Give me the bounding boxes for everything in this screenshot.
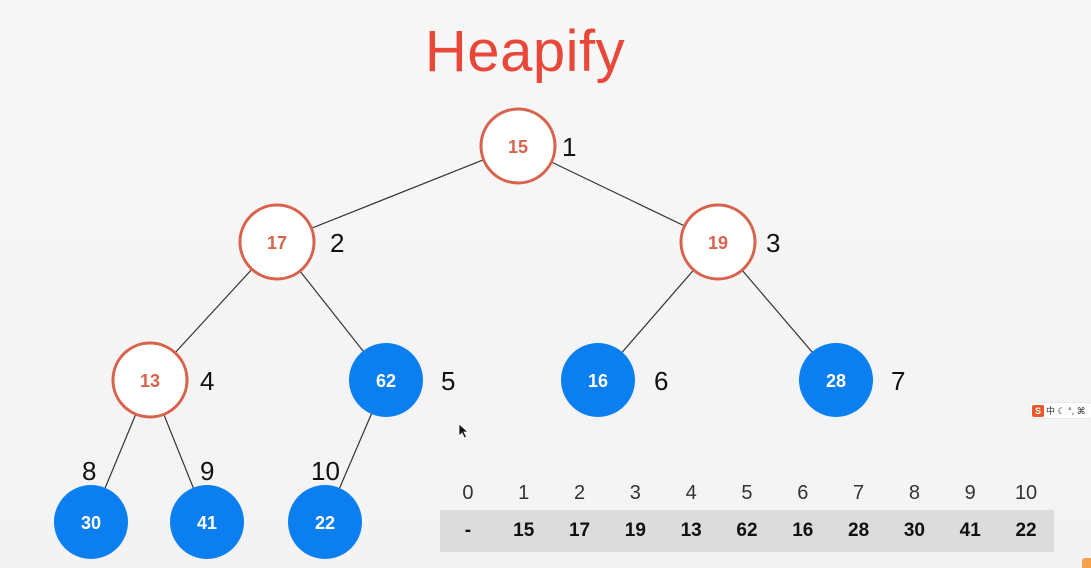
- node-index-label: 1: [562, 132, 576, 162]
- node-circle: [479, 107, 557, 185]
- node-index-label: 3: [766, 228, 780, 258]
- tree-node-6: 16 6: [561, 343, 668, 417]
- array-index-cell: 6: [797, 481, 809, 504]
- array-index-cell: 2: [573, 481, 586, 504]
- array-index-cell: 5: [741, 481, 753, 504]
- tree-node-2: 17 2: [238, 203, 344, 281]
- node-value: 28: [826, 371, 846, 391]
- tree-node-10: 22 10: [288, 456, 362, 559]
- array-value-cell: 41: [942, 510, 999, 552]
- array-index-cell: 8: [908, 481, 920, 504]
- node-value: 19: [708, 233, 728, 253]
- node-circle: [799, 343, 873, 417]
- array-value-cell: 17: [551, 510, 608, 552]
- page-title: Heapify: [424, 19, 626, 84]
- node-circle: [679, 203, 757, 281]
- node-circle: [349, 343, 423, 417]
- node-index-label: 5: [441, 366, 455, 396]
- node-circle: [238, 203, 316, 281]
- node-value: 22: [315, 513, 335, 533]
- node-index-label: 10: [311, 456, 340, 486]
- tree-node-1: 15 1: [479, 107, 576, 185]
- node-index-label: 7: [891, 366, 905, 396]
- node-value: 41: [197, 513, 217, 533]
- node-circle: [170, 485, 244, 559]
- node-index-label: 9: [200, 456, 214, 486]
- array-index-cell: 7: [853, 481, 865, 504]
- corner-mark: [1082, 558, 1091, 568]
- array-value-cell: 13: [663, 510, 720, 552]
- node-value: 13: [140, 371, 160, 391]
- array-value-cell: 19: [607, 510, 664, 552]
- node-circle: [561, 343, 635, 417]
- node-value: 62: [376, 371, 396, 391]
- array-value-cell: 62: [719, 510, 775, 552]
- node-index-label: 6: [654, 366, 668, 396]
- tree-node-8: 30 8: [54, 456, 128, 559]
- node-index-label: 8: [82, 456, 96, 486]
- tree-edge: [276, 145, 519, 243]
- array-index-cell: 3: [629, 481, 641, 504]
- tree-node-5: 62 5: [349, 343, 455, 417]
- node-circle: [288, 485, 362, 559]
- node-circle: [111, 341, 189, 419]
- node-value: 30: [81, 513, 101, 533]
- node-value: 16: [588, 371, 608, 391]
- array-value-cell: -: [440, 510, 496, 552]
- node-index-label: 2: [330, 228, 344, 258]
- node-value: 15: [508, 137, 528, 157]
- array-value-cell: 22: [998, 510, 1054, 552]
- mouse-pointer-icon: [458, 423, 470, 439]
- array-value-cell: 15: [495, 510, 552, 552]
- tree-node-3: 19 3: [679, 203, 780, 281]
- tree-node-9: 41 9: [170, 456, 244, 559]
- node-circle: [54, 485, 128, 559]
- ime-status-text: 中 ☾ °, ⌘: [1046, 406, 1086, 416]
- ime-toolbar[interactable]: S 中 ☾ °, ⌘: [1030, 403, 1091, 418]
- array-value-cell: 30: [886, 510, 943, 552]
- array-index-cell: 0: [462, 481, 474, 504]
- array-index-row: 0 1 2 3 4 5 6 7 8 9 10: [440, 476, 1054, 510]
- array-value-cell: 16: [774, 510, 831, 552]
- array-value-cell: 28: [830, 510, 887, 552]
- ime-logo-icon: S: [1032, 404, 1044, 417]
- tree-node-7: 28 7: [799, 343, 905, 417]
- node-value: 17: [267, 233, 287, 253]
- node-index-label: 4: [200, 366, 214, 396]
- array-index-cell: 9: [964, 481, 976, 504]
- array-index-cell: 10: [1014, 481, 1038, 504]
- tree-node-4: 13 4: [111, 341, 214, 419]
- array-index-cell: 1: [518, 481, 530, 504]
- array-index-cell: 4: [685, 481, 697, 504]
